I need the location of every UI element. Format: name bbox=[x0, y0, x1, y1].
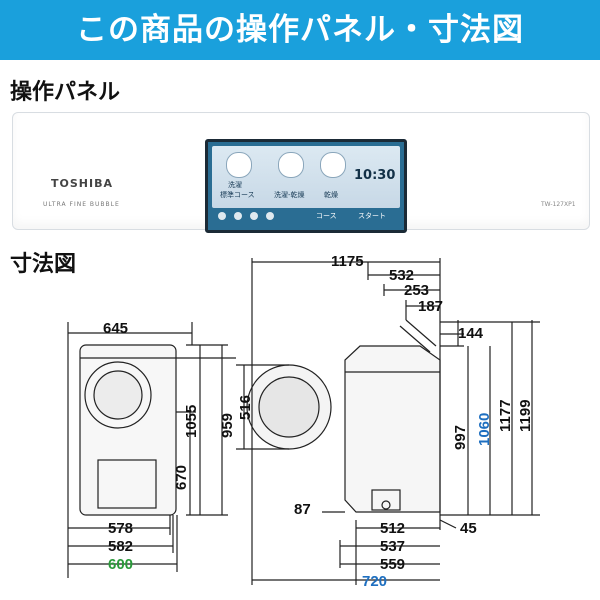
screen-button-icon[interactable] bbox=[234, 212, 242, 220]
control-panel: TOSHIBA ULTRA FINE BUBBLE TW-127XP1 洗濯 標… bbox=[12, 112, 590, 233]
dim-1175: 1175 bbox=[331, 253, 364, 270]
panel-section-label: 操作パネル bbox=[10, 80, 121, 105]
brand-logo: TOSHIBA bbox=[51, 177, 113, 190]
dim-537: 537 bbox=[380, 538, 405, 555]
shirt-icon bbox=[226, 152, 252, 178]
model-number: TW-127XP1 bbox=[541, 201, 576, 208]
screen-display: 洗濯 標準コース 洗濯-乾燥 乾燥 10:30 bbox=[212, 146, 400, 208]
dim-997: 997 bbox=[452, 425, 469, 450]
screen-item2: 洗濯-乾燥 bbox=[274, 191, 305, 199]
dry-icon bbox=[320, 152, 346, 178]
dim-516: 516 bbox=[237, 395, 254, 420]
washer-front-body bbox=[79, 344, 177, 516]
screen-item1-line1: 洗濯 bbox=[228, 181, 242, 189]
dim-253: 253 bbox=[404, 282, 429, 299]
dim-578: 578 bbox=[108, 520, 133, 537]
header-banner bbox=[0, 0, 600, 60]
sub-brand-text: ULTRA FINE BUBBLE bbox=[43, 201, 120, 208]
course-button[interactable]: コース bbox=[316, 212, 337, 220]
door-circle-inner bbox=[258, 376, 320, 438]
side-foot-circle bbox=[381, 500, 391, 510]
wash-dry-icon bbox=[278, 152, 304, 178]
dim-512: 512 bbox=[380, 520, 405, 537]
side-foot-detail bbox=[371, 489, 401, 511]
touch-screen[interactable]: 洗濯 標準コース 洗濯-乾燥 乾燥 10:30 コース スタート bbox=[205, 139, 407, 233]
dim-1055: 1055 bbox=[183, 405, 200, 438]
screen-button-icon[interactable] bbox=[218, 212, 226, 220]
dim-959: 959 bbox=[219, 413, 236, 438]
dim-144: 144 bbox=[458, 325, 484, 342]
start-button[interactable]: スタート bbox=[358, 212, 386, 220]
dim-582: 582 bbox=[108, 538, 133, 555]
washer-base-panel bbox=[97, 459, 157, 509]
dim-87: 87 bbox=[294, 501, 311, 518]
screen-time: 10:30 bbox=[354, 168, 396, 183]
door-glass bbox=[93, 370, 143, 420]
dim-1199: 1199 bbox=[517, 399, 534, 432]
dimensions-section-label: 寸法図 bbox=[10, 252, 77, 277]
dim-1060: 1060 bbox=[476, 413, 493, 446]
screen-button-icon[interactable] bbox=[266, 212, 274, 220]
screen-button-icon[interactable] bbox=[250, 212, 258, 220]
screen-item1-line2: 標準コース bbox=[220, 191, 255, 199]
hose-line bbox=[405, 319, 437, 347]
screen-item3: 乾燥 bbox=[324, 191, 338, 199]
hose-line-2 bbox=[399, 325, 431, 353]
dim-559: 559 bbox=[380, 556, 405, 573]
dim-187: 187 bbox=[418, 298, 443, 315]
dim-532: 532 bbox=[389, 267, 414, 284]
dim-600: 600 bbox=[108, 556, 133, 573]
dim-645: 645 bbox=[103, 320, 128, 337]
dim-1177: 1177 bbox=[497, 399, 514, 432]
washer-side-body bbox=[344, 345, 441, 513]
door-outer-ring bbox=[84, 361, 152, 429]
dim-720: 720 bbox=[362, 573, 387, 590]
dim-670: 670 bbox=[173, 465, 190, 490]
page-title: この商品の操作パネル・寸法図 bbox=[76, 12, 524, 48]
dim-45: 45 bbox=[460, 520, 477, 537]
